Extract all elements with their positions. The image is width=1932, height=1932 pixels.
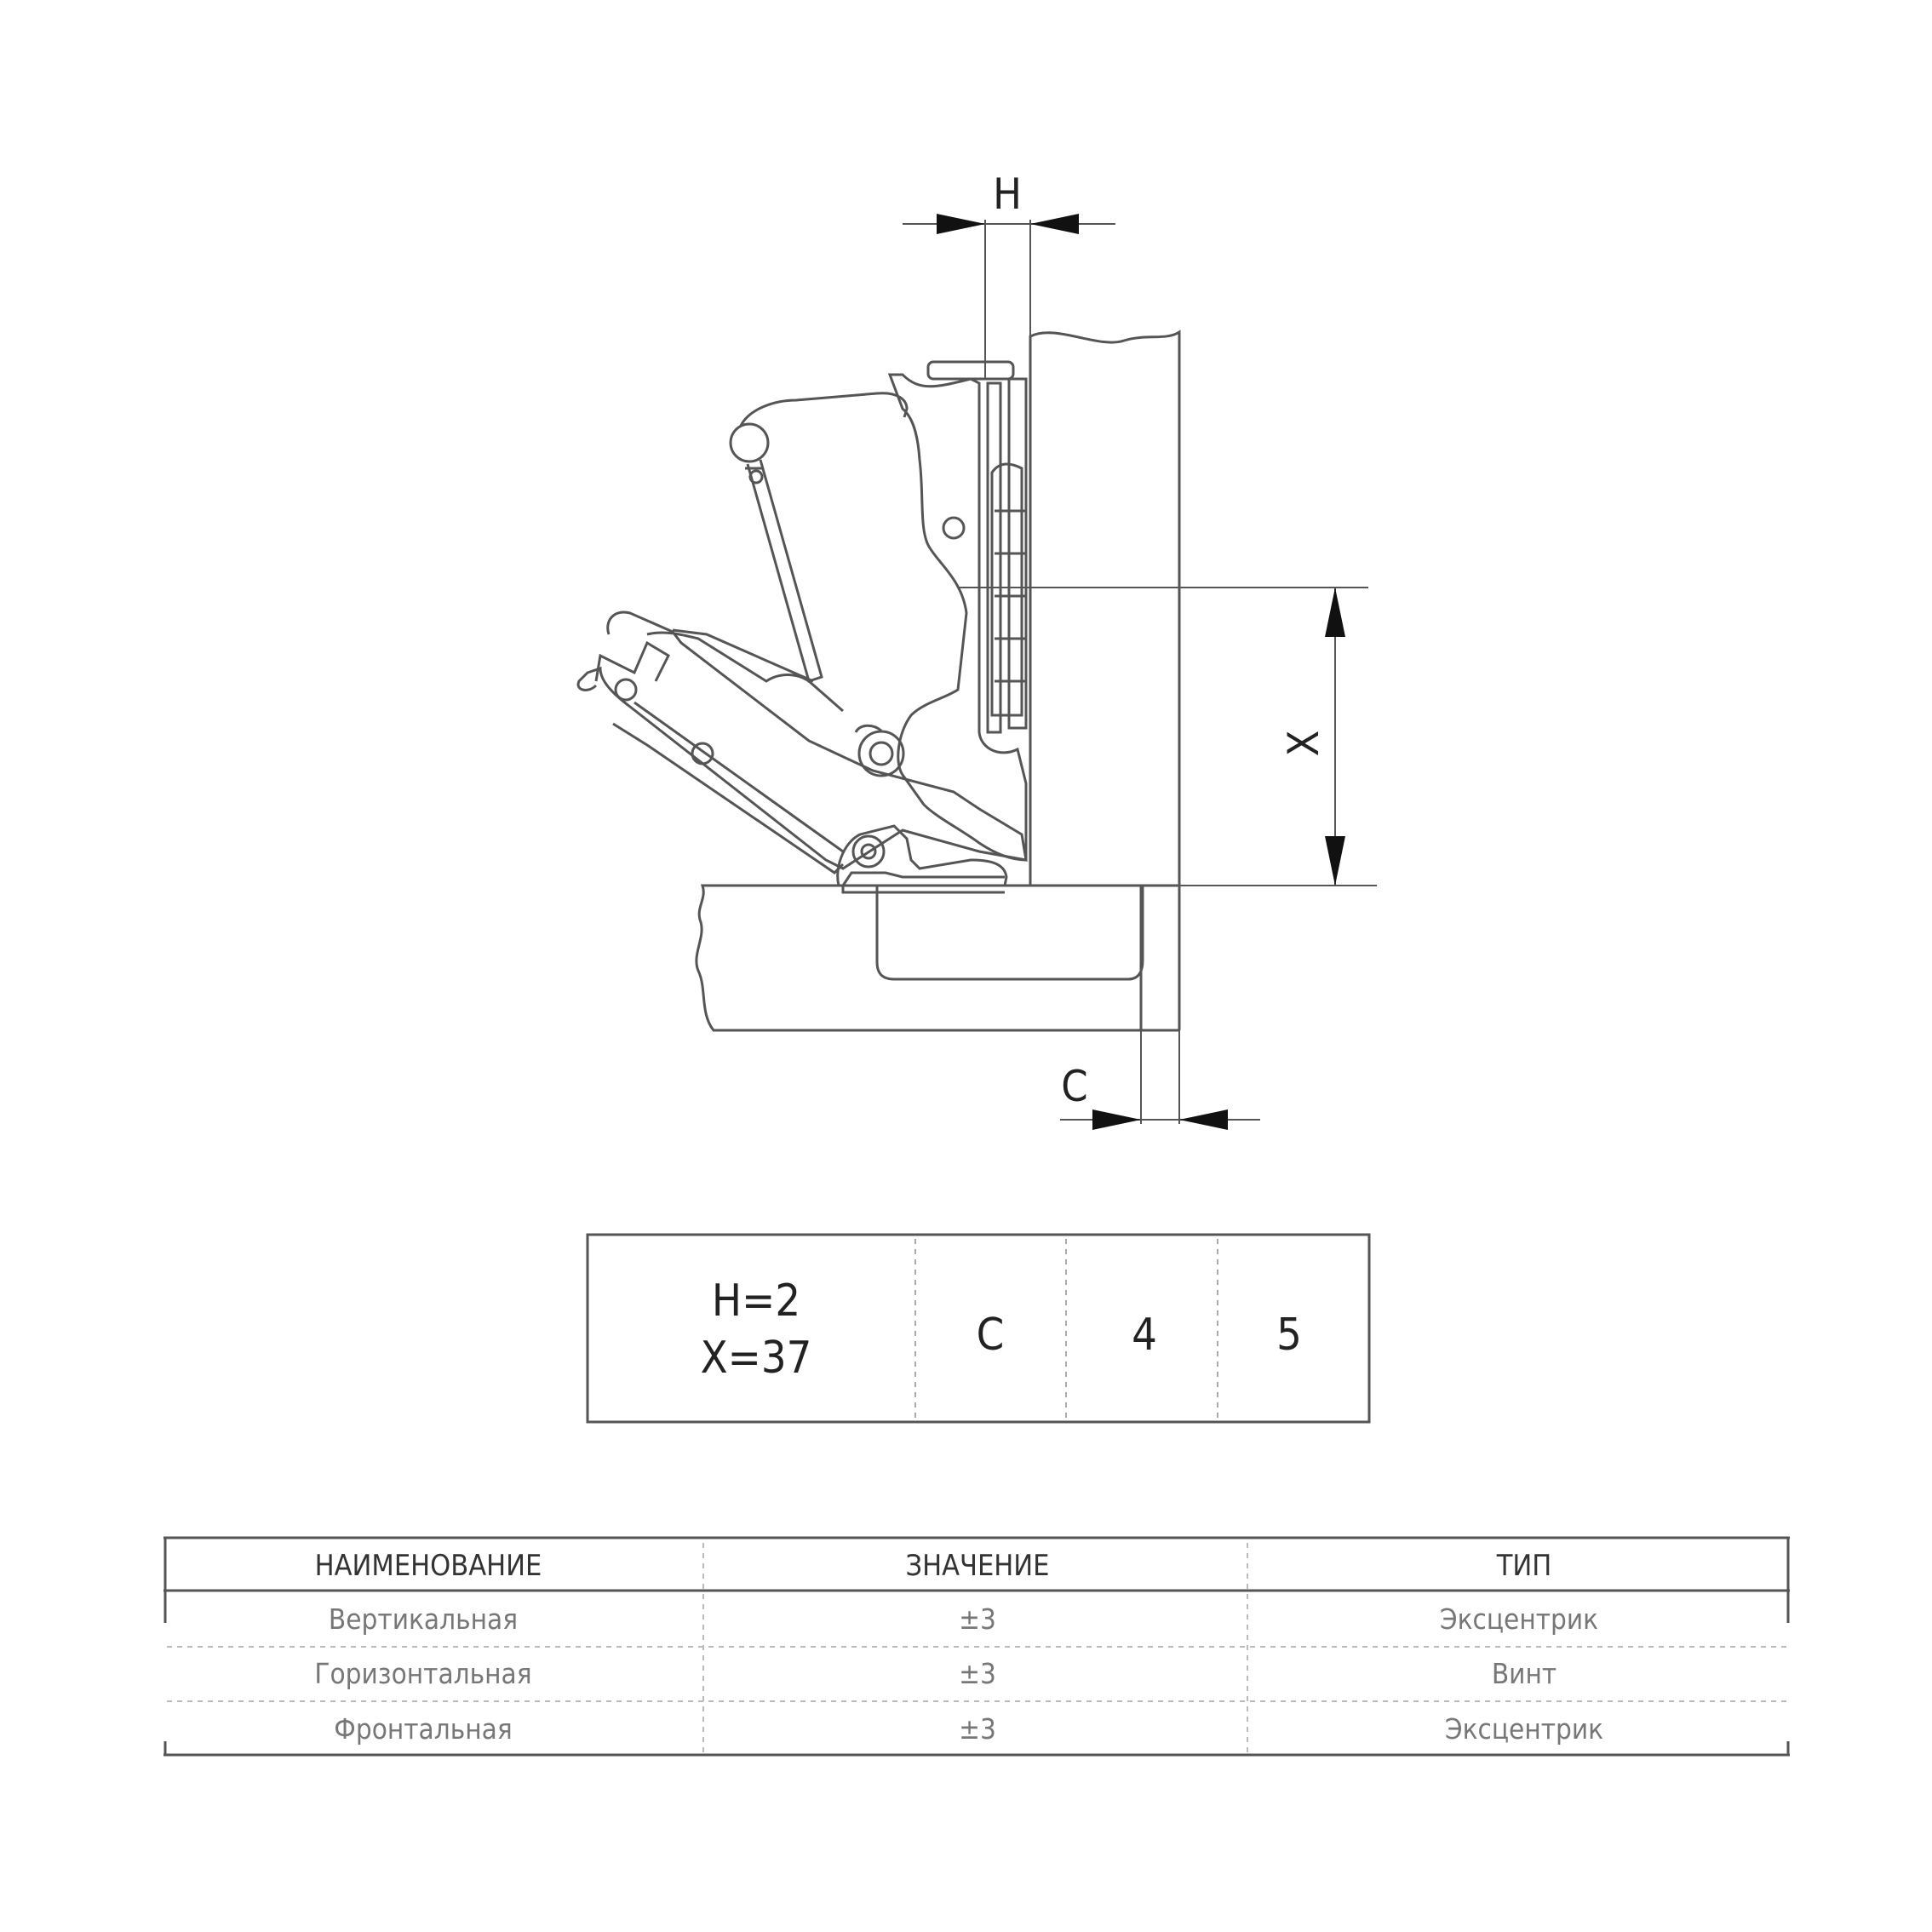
table-row-3-name: Фронтальная (334, 1712, 512, 1746)
hinge-arm (576, 373, 1028, 894)
mounting-plate (926, 360, 1028, 734)
spec-col-c: C (977, 1310, 1005, 1361)
dim-h-label: H (993, 169, 1022, 219)
spec-h-value: H=2 (712, 1276, 800, 1327)
spec-box: H=2 X=37 C 4 5 (586, 1233, 1371, 1424)
table-row-2-name: Горизонтальная (314, 1657, 531, 1690)
table-row-2-type: Винт (1492, 1657, 1556, 1690)
table-row-1-type: Эксцентрик (1440, 1602, 1598, 1636)
table-header-value: ЗНАЧЕНИЕ (905, 1549, 1049, 1583)
spec-col-4: 4 (1132, 1310, 1157, 1361)
door-panel (695, 884, 1179, 1032)
table-row-3-value: ±3 (959, 1712, 996, 1746)
table-header-type: ТИП (1496, 1549, 1552, 1583)
spec-col-5: 5 (1276, 1310, 1302, 1361)
table-row-3-type: Эксцентрик (1445, 1712, 1603, 1746)
table-row-1-name: Вертикальная (329, 1602, 518, 1636)
table-row-1-value: ±3 (959, 1602, 996, 1636)
spec-x-value: X=37 (701, 1333, 812, 1384)
dim-x-label: X (1279, 731, 1328, 757)
dim-c-label: C (1061, 1062, 1087, 1111)
dimension-arrows (937, 214, 1345, 1130)
cabinet-side-panel (1029, 330, 1181, 1030)
table-header-name: НАИМЕНОВАНИЕ (315, 1549, 542, 1583)
adjustment-table: НАИМЕНОВАНИЕ ЗНАЧЕНИЕ ТИП Вертикальная ±… (163, 1536, 1790, 1757)
table-row-2-value: ±3 (959, 1657, 996, 1690)
